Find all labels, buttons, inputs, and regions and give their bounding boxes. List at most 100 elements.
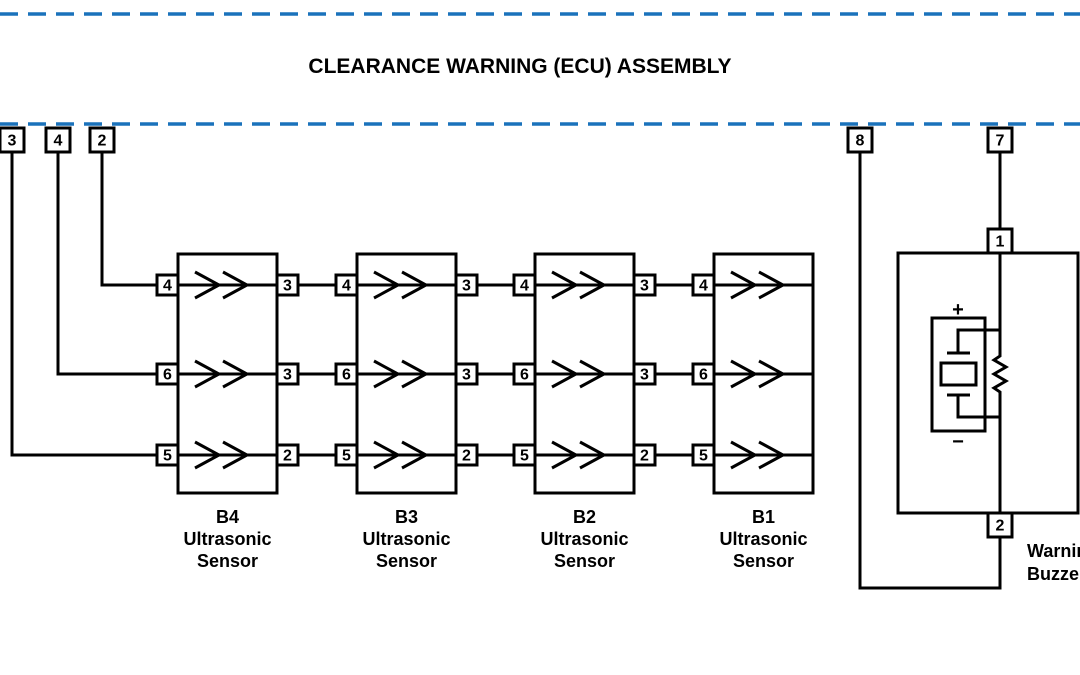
buzzer-label-line1: Warning	[1027, 541, 1080, 561]
piezo-crystal-icon	[939, 361, 978, 387]
chevron-icon	[401, 440, 430, 470]
sensor-pin-left-label: 4	[163, 278, 172, 295]
ecu-pin-label: 7	[996, 133, 1005, 150]
sensor-pin-left	[155, 443, 180, 467]
sensor-pin-right-label: 3	[283, 367, 292, 384]
chevron-icon	[758, 359, 787, 389]
sensor-pin-right	[632, 443, 657, 467]
piezo-lead-bottom	[956, 395, 1000, 419]
chevron-icon	[194, 359, 223, 389]
sensor-name: Ultrasonic	[362, 529, 450, 549]
ecu-pin-2	[88, 126, 116, 154]
sensor-pin-left	[155, 273, 180, 297]
sensor-pin-left-label: 5	[163, 448, 172, 465]
chevron-icon	[758, 270, 787, 300]
sensor-name: Ultrasonic	[540, 529, 628, 549]
sensor-pin-left	[512, 273, 537, 297]
sensor-pin-left	[334, 362, 359, 386]
wire-ecu3	[10, 152, 157, 457]
chevron-icon	[579, 359, 608, 389]
ecu-pin-4	[44, 126, 72, 154]
resistor-icon	[991, 350, 1009, 398]
sensor-id: B3	[395, 507, 418, 527]
sensor-pin-right-label: 3	[462, 278, 471, 295]
sensor-pin-left-label: 6	[520, 367, 529, 384]
sensor-pin-right	[454, 273, 479, 297]
sensor-id: B1	[752, 507, 775, 527]
buzzer-pin-2	[986, 511, 1014, 539]
sensor-pin-left	[691, 273, 716, 297]
sensor-pin-left-label: 6	[163, 367, 172, 384]
chevron-icon	[401, 359, 430, 389]
chevron-icon	[579, 270, 608, 300]
sensor-pin-right-label: 3	[462, 367, 471, 384]
ecu-pin-label: 8	[856, 133, 865, 150]
plus-sign: +	[952, 299, 964, 321]
sensor-pin-right-label: 2	[283, 448, 292, 465]
sensor-pin-left	[512, 362, 537, 386]
ecu-pin-label: 4	[54, 133, 63, 150]
piezo-enclosure	[930, 316, 987, 433]
chevron-icon	[194, 270, 223, 300]
chevron-icon	[401, 270, 430, 300]
sensor-pin-left-label: 5	[520, 448, 529, 465]
buzzer-label-line2: Buzzer	[1027, 564, 1080, 584]
chevron-icon	[551, 270, 580, 300]
sensor-id: B4	[216, 507, 239, 527]
sensor-name: Ultrasonic	[719, 529, 807, 549]
sensor-pin-left-label: 4	[520, 278, 529, 295]
buzzer-pin-1-label: 1	[996, 234, 1005, 251]
sensor-pin-right-label: 3	[640, 367, 649, 384]
chevron-icon	[730, 440, 759, 470]
sensor-pin-left	[334, 443, 359, 467]
sensor-pin-left	[512, 443, 537, 467]
sensor-pin-left	[334, 273, 359, 297]
sensor-pin-left	[155, 362, 180, 386]
warning-buzzer: + − 1 2 Warning Buzzer	[896, 227, 1080, 584]
sensor-pin-left-label: 4	[342, 278, 351, 295]
sensor-pin-right	[454, 443, 479, 467]
assembly-title: CLEARANCE WARNING (ECU) ASSEMBLY	[308, 55, 731, 78]
sensor-pin-right	[275, 362, 300, 386]
chevron-icon	[579, 440, 608, 470]
ecu-pin-7	[986, 126, 1014, 154]
sensor-pin-right-label: 2	[640, 448, 649, 465]
sensor-pin-left-label: 6	[342, 367, 351, 384]
chevron-icon	[373, 440, 402, 470]
chevron-icon	[730, 270, 759, 300]
ecu-pin-8	[846, 126, 874, 154]
sensor-pin-left	[691, 362, 716, 386]
sensor-pin-right	[454, 362, 479, 386]
sensor-name-line2: Sensor	[376, 551, 437, 571]
buzzer-body	[896, 251, 1080, 515]
ecu-pin-label: 3	[8, 133, 17, 150]
minus-sign: −	[952, 431, 964, 453]
sensor-id: B2	[573, 507, 596, 527]
chevron-icon	[222, 359, 251, 389]
sensor-pin-right	[275, 443, 300, 467]
chevron-icon	[373, 359, 402, 389]
sensor-pin-left-label: 5	[699, 448, 708, 465]
sensor-pin-right	[275, 273, 300, 297]
buzzer-pin-1	[986, 227, 1014, 255]
chevron-icon	[730, 359, 759, 389]
chevron-icon	[222, 270, 251, 300]
sensor-pin-right	[632, 362, 657, 386]
chevron-icon	[551, 440, 580, 470]
ecu-pin-label: 2	[98, 133, 107, 150]
ecu-pin-3	[0, 126, 26, 154]
chevron-icon	[373, 270, 402, 300]
sensor-pin-right-label: 2	[462, 448, 471, 465]
sensor-pin-left-label: 6	[699, 367, 708, 384]
wire-ecu2	[100, 152, 157, 287]
sensor-pin-right	[632, 273, 657, 297]
sensor-name-line2: Sensor	[554, 551, 615, 571]
wire-ecu4	[56, 152, 157, 376]
sensor-name-line2: Sensor	[197, 551, 258, 571]
buzzer-pin-2-label: 2	[996, 518, 1005, 535]
sensor-name: Ultrasonic	[183, 529, 271, 549]
